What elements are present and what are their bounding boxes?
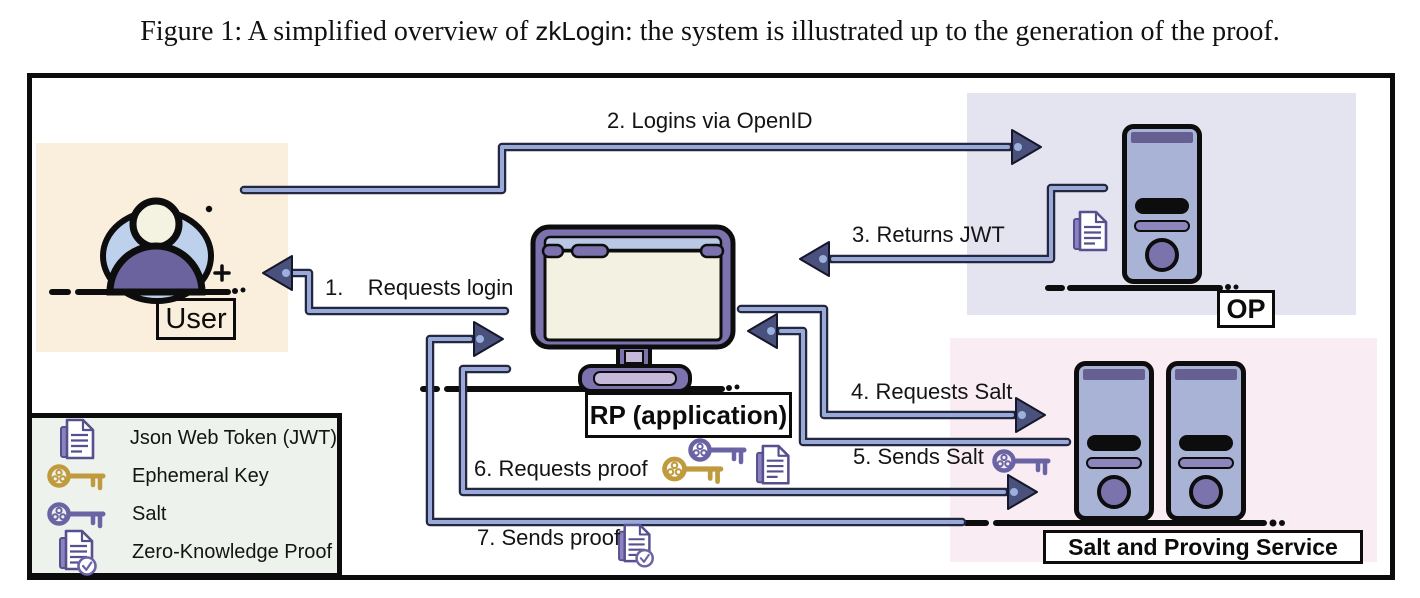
user-label-box: User <box>156 298 236 340</box>
arrow-step-3-returns-jwt <box>799 183 1109 277</box>
arrow-step-6-requests-proof <box>458 364 1038 510</box>
user-decorations <box>205 205 231 282</box>
step-2-label: 2. Logins via OpenID <box>607 108 813 133</box>
salt-server-icon-right <box>1169 364 1244 519</box>
ground-dots <box>232 284 1285 527</box>
legend-item-ephemeral-key: Ephemeral Key <box>32 458 337 496</box>
jwt-document-icon <box>32 418 108 460</box>
step-3-label: 3. Returns JWT <box>852 222 1005 247</box>
zkp-document-icon <box>619 525 653 566</box>
legend-box: Json Web Token (JWT) Ephemeral Key Salt … <box>27 413 342 578</box>
rp-label-box: RP (application) <box>585 392 792 438</box>
figure-caption: Figure 1: A simplified overview of zkLog… <box>0 16 1420 48</box>
legend-item-label: Ephemeral Key <box>132 465 269 487</box>
legend-item-salt: Salt <box>32 496 337 534</box>
diagram-frame <box>27 73 1395 580</box>
legend-item-label: Json Web Token (JWT) <box>129 427 337 449</box>
caption-prefix: Figure 1: A simplified overview of <box>140 16 536 47</box>
legend-item-label: Zero-Knowledge Proof <box>132 541 333 563</box>
arrow-step-5-sends-salt <box>747 313 1072 447</box>
step-4-label: 4. Requests Salt <box>851 379 1013 404</box>
step-6-label: 6. Requests proof <box>474 456 648 481</box>
step-1-label: 1. Requests login <box>325 275 514 300</box>
step-7-label: 7. Sends proof <box>477 525 621 550</box>
arrow-step-4-requests-salt <box>736 304 1046 433</box>
ephemeral-key-icon <box>32 462 110 492</box>
arrow-step-2-logins-via-openid <box>239 129 1042 195</box>
salt-service-label-box: Salt and Proving Service <box>1043 530 1363 564</box>
salt-key-icon <box>995 452 1049 474</box>
jwt-document-icon <box>755 444 790 485</box>
caption-brand: zkLogin <box>535 16 625 46</box>
jwt-document-icon <box>1072 210 1108 252</box>
legend-item-label: Salt <box>132 503 167 525</box>
rp-monitor-icon <box>530 224 736 393</box>
user-person-icon <box>100 197 214 304</box>
arrow-step-7-sends-proof <box>425 321 967 527</box>
ephemeral-key-icon <box>665 459 721 482</box>
legend-item-zkp: Zero-Knowledge Proof <box>32 534 337 572</box>
salt-key-icon <box>691 441 745 463</box>
arrow-step-1-requests-login <box>262 255 510 316</box>
step-5-label: 5. Sends Salt <box>853 444 984 469</box>
op-server-icon <box>1125 127 1200 282</box>
caption-suffix: : the system is illustrated up to the ge… <box>624 16 1280 47</box>
legend-item-jwt: Json Web Token (JWT) <box>32 418 337 460</box>
salt-server-icon-left <box>1077 364 1152 519</box>
zkp-document-icon <box>32 529 110 577</box>
op-label-box: OP <box>1217 290 1275 328</box>
salt-key-icon <box>32 500 110 530</box>
